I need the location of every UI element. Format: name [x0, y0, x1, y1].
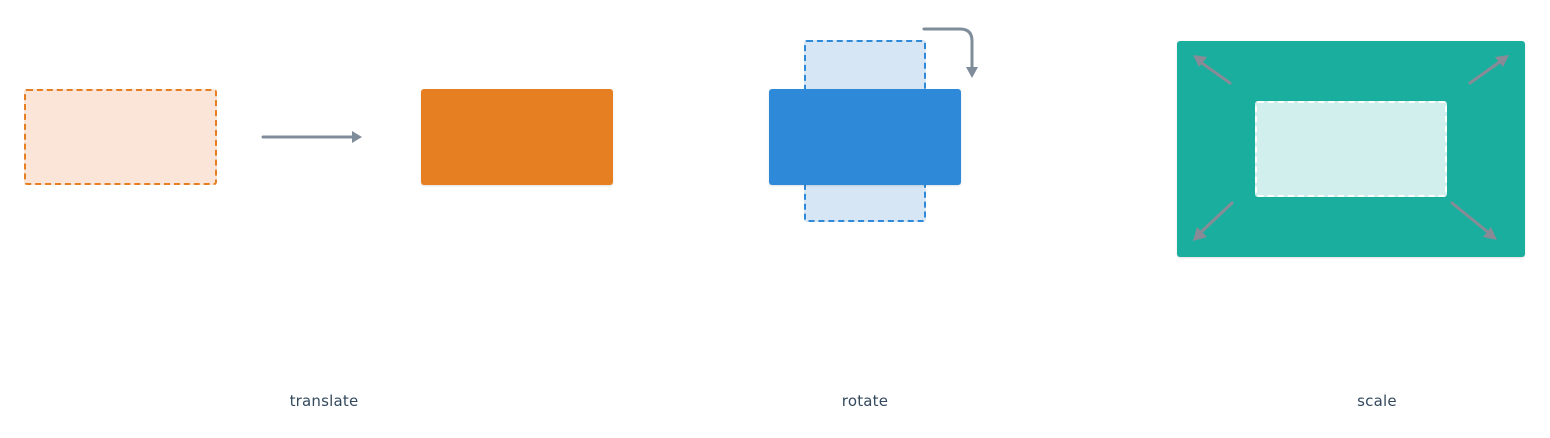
scale-original-box — [1255, 101, 1447, 197]
translate-moved-box — [421, 89, 613, 185]
rotate-arrow-icon — [922, 27, 978, 78]
translate-original-box — [24, 89, 217, 185]
translate-panel — [0, 0, 650, 438]
scale-panel — [1100, 0, 1550, 438]
translate-label: translate — [289, 392, 359, 410]
rotate-label: rotate — [841, 392, 889, 410]
rotate-panel — [650, 0, 1100, 438]
right-arrow-icon — [261, 131, 362, 143]
expand-arrow-icon — [1193, 55, 1509, 241]
scale-label: scale — [1357, 392, 1397, 410]
rotate-rotated-box — [769, 89, 961, 185]
